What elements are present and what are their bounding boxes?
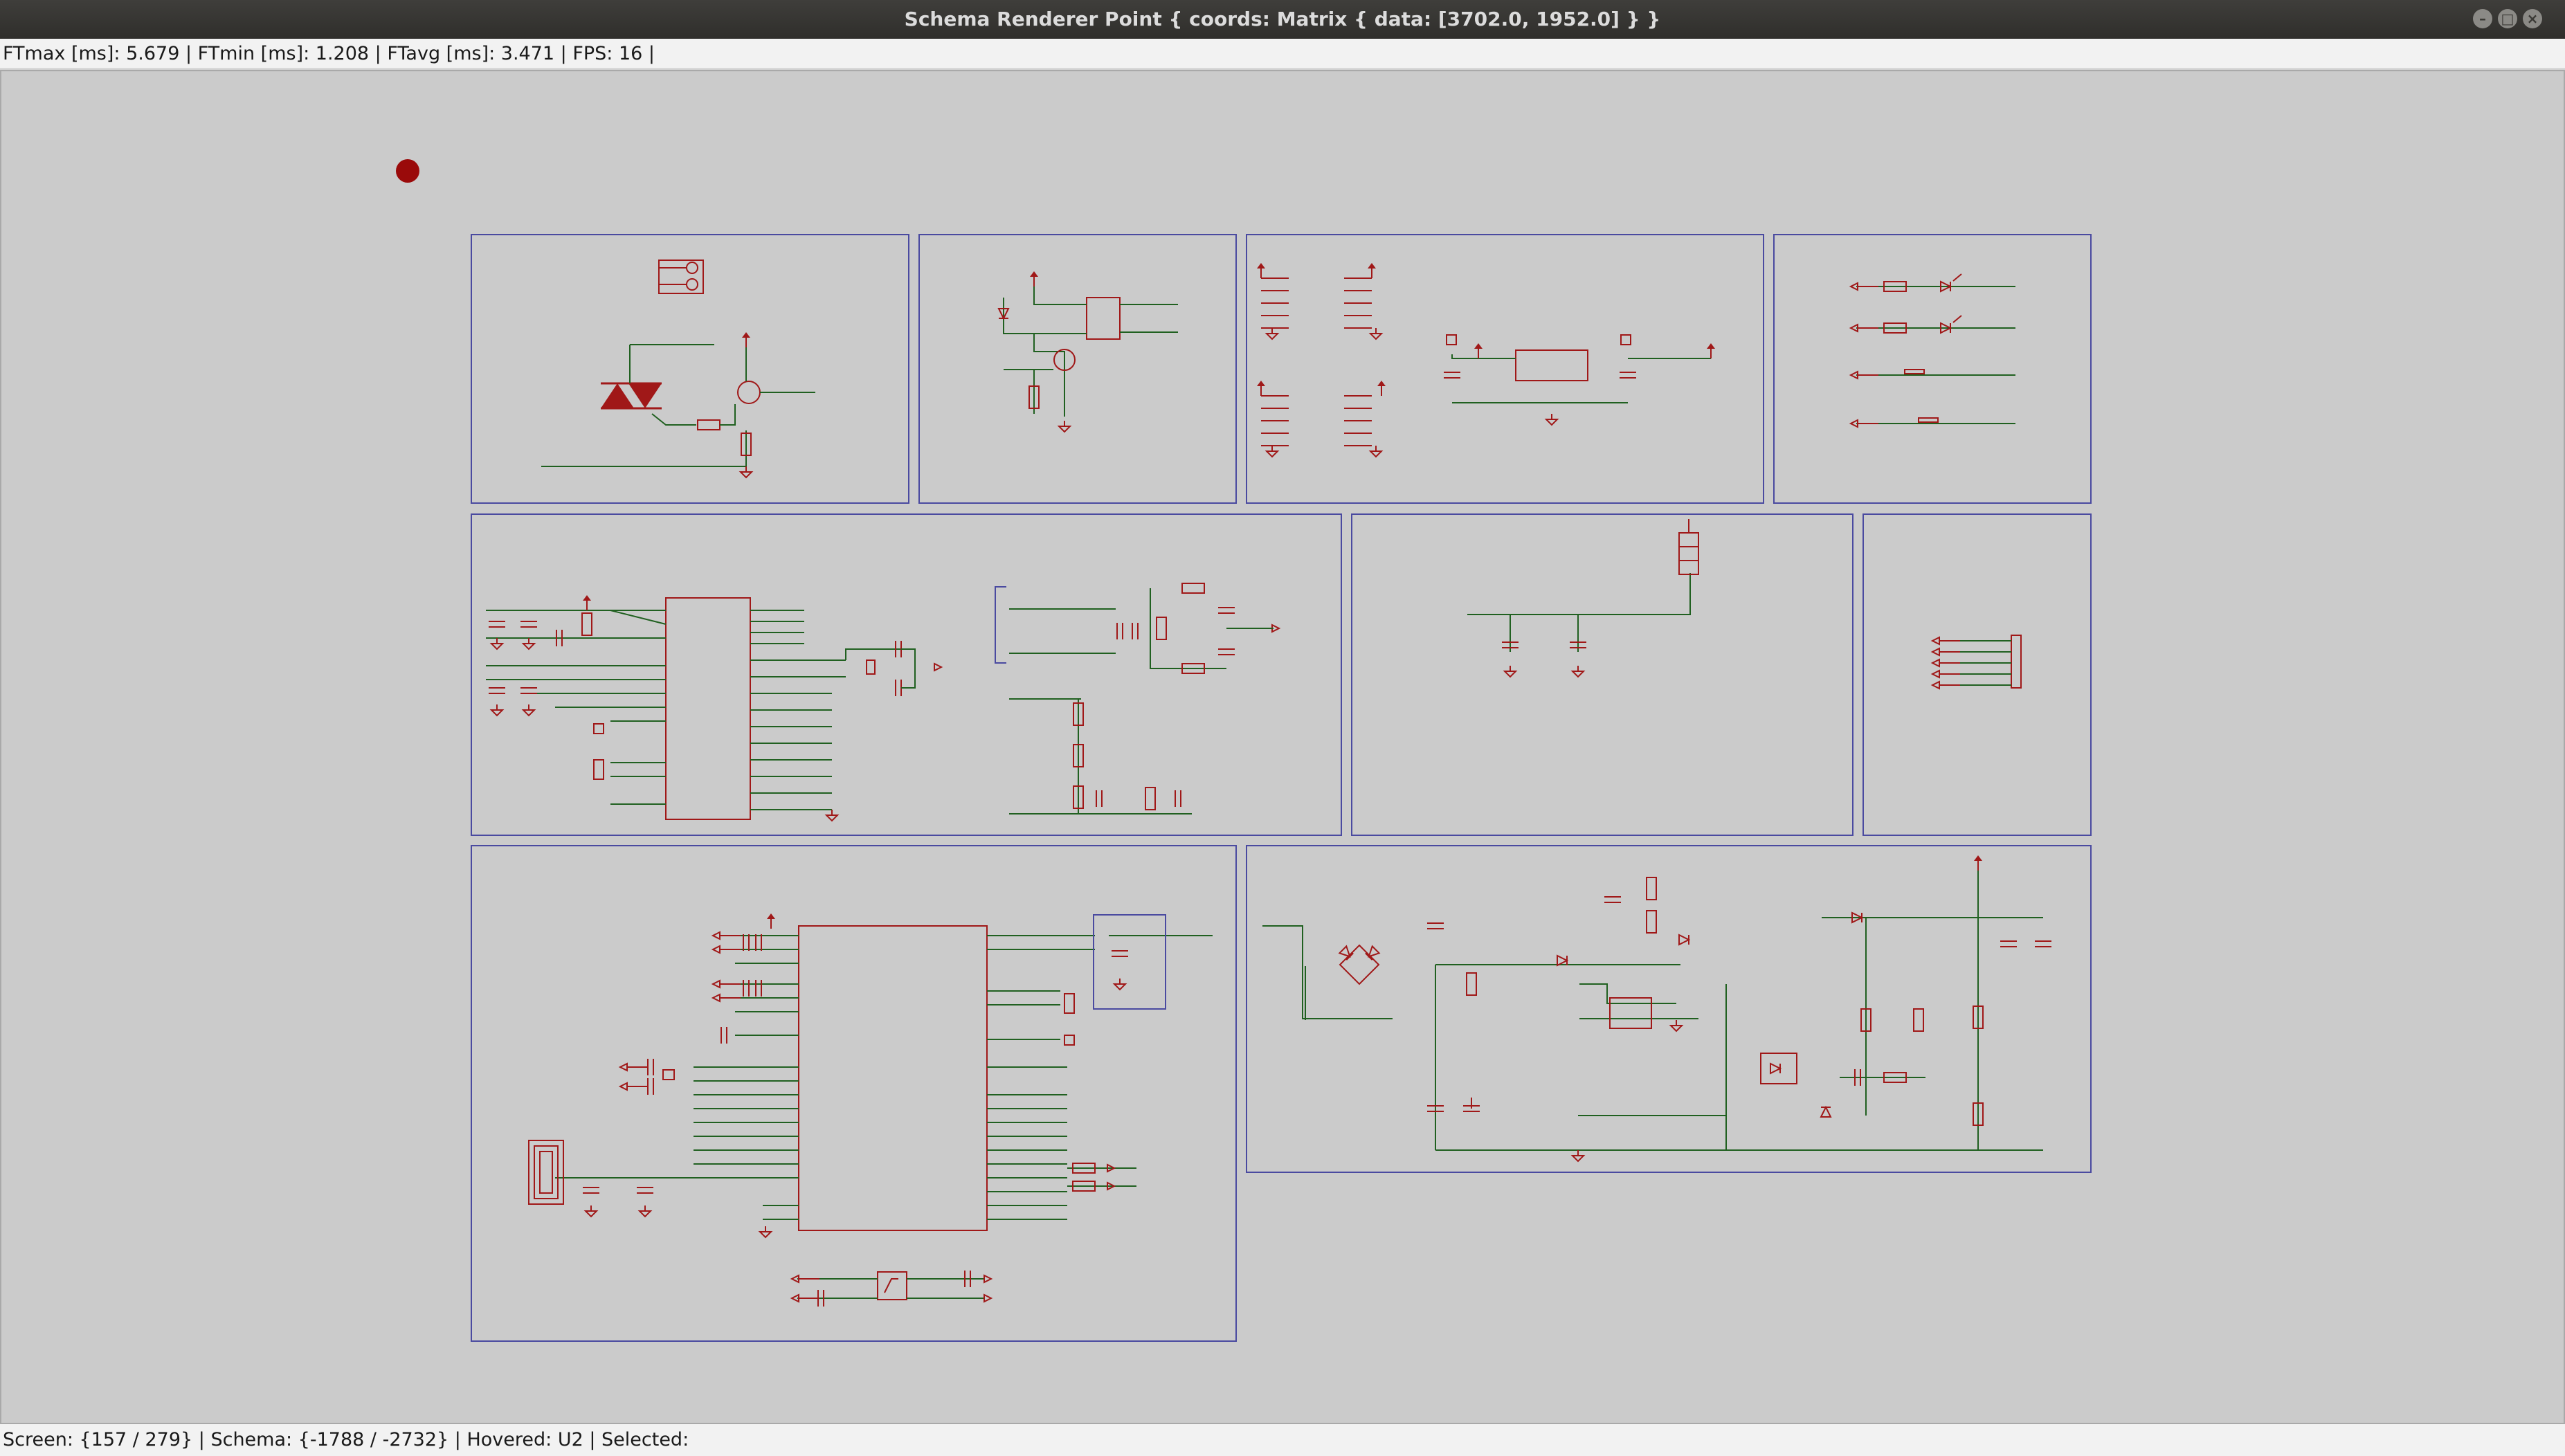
cursor-marker: [396, 159, 419, 183]
sheet-connectors[interactable]: [1246, 234, 1764, 504]
sheet-power-switch[interactable]: [471, 234, 909, 504]
cursor-status-bar: Screen: {157 / 279} | Schema: {-1788 / -…: [0, 1424, 2565, 1456]
minimize-button[interactable]: –: [2473, 9, 2492, 28]
fet-driver-circuit: [998, 271, 1178, 433]
sheet-fet-driver[interactable]: [918, 234, 1237, 504]
sheet-header[interactable]: [1862, 513, 2092, 836]
sheet-mcu-oscillator[interactable]: [471, 513, 1342, 836]
mcu-oscillator-circuit: [486, 583, 1280, 821]
triac-circuit: [541, 260, 815, 478]
led-button-circuit: [1850, 273, 2015, 428]
window-title: Schema Renderer Point { coords: Matrix {…: [904, 8, 1661, 30]
close-button[interactable]: ×: [2523, 9, 2542, 28]
sheet-antenna[interactable]: [1351, 513, 1853, 836]
header-connector: [1932, 635, 2022, 689]
connector-regulator-circuit: [1256, 262, 1716, 457]
power-supply-circuit: [1262, 855, 2052, 1162]
sheet-power-supply[interactable]: [1246, 845, 2092, 1173]
sheet-borders: [471, 234, 2092, 1342]
frame-stats-bar: FTmax [ms]: 5.679 | FTmin [ms]: 1.208 | …: [0, 39, 2565, 69]
schematic-canvas[interactable]: [0, 70, 2565, 1424]
maximize-button[interactable]: □: [2498, 9, 2517, 28]
sheet-main-mcu[interactable]: [471, 845, 1237, 1342]
main-mcu-circuit: [528, 913, 1213, 1307]
sheet-leds-buttons[interactable]: [1773, 234, 2092, 504]
schematic-drawing[interactable]: [1, 71, 2564, 1423]
antenna-circuit: [1467, 519, 1699, 677]
title-bar: Schema Renderer Point { coords: Matrix {…: [0, 0, 2565, 39]
